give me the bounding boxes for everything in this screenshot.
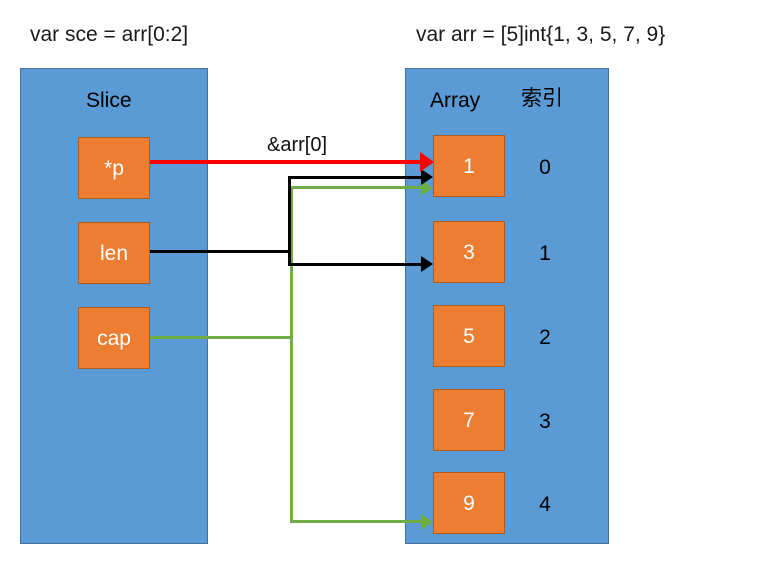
cap-arrow-spine bbox=[290, 186, 293, 523]
pointer-arrow-line bbox=[150, 160, 426, 164]
slice-panel-header: Slice bbox=[86, 89, 132, 112]
array-declaration-title: var arr = [5]int{1, 3, 5, 7, 9} bbox=[416, 23, 666, 46]
cap-arrow-bottom-branch bbox=[290, 520, 426, 523]
array-cell: 3 bbox=[433, 221, 505, 283]
len-arrow-spine bbox=[288, 176, 291, 266]
len-arrow-segment bbox=[150, 250, 290, 253]
array-index-label: 2 bbox=[539, 326, 551, 349]
array-panel-header: Array bbox=[430, 89, 481, 112]
len-arrow-top-branch bbox=[288, 176, 426, 179]
pointer-address-label: &arr[0] bbox=[267, 134, 328, 156]
pointer-arrowhead-icon bbox=[420, 152, 434, 172]
array-index-label: 4 bbox=[539, 493, 551, 516]
index-column-header: 索引 bbox=[521, 86, 563, 110]
len-arrow-bottom-branch bbox=[288, 263, 426, 266]
pointer-field: *p bbox=[78, 137, 150, 199]
array-index-label: 0 bbox=[539, 156, 551, 179]
array-index-label: 3 bbox=[539, 410, 551, 433]
cap-arrow-segment bbox=[150, 336, 292, 339]
array-index-label: 1 bbox=[539, 242, 551, 265]
capacity-field: cap bbox=[78, 307, 150, 369]
array-cell: 1 bbox=[433, 135, 505, 197]
length-field: len bbox=[78, 222, 150, 284]
len-arrowhead-icon bbox=[421, 169, 433, 185]
slice-declaration-title: var sce = arr[0:2] bbox=[30, 23, 189, 46]
len-arrowhead-icon bbox=[421, 256, 433, 272]
array-cell: 9 bbox=[433, 472, 505, 534]
cap-arrowhead-icon bbox=[421, 514, 433, 530]
array-cell: 5 bbox=[433, 305, 505, 367]
array-cell: 7 bbox=[433, 389, 505, 451]
cap-arrow-top-branch bbox=[290, 186, 426, 189]
